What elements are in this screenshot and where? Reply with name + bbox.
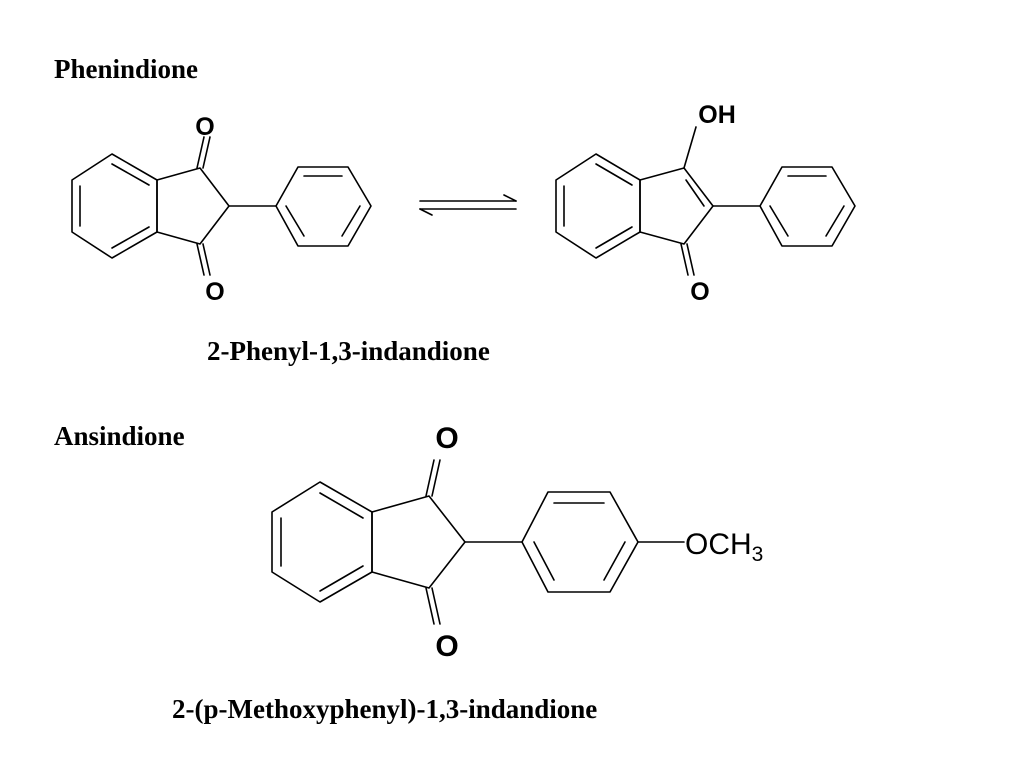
keto-co-top bbox=[196, 136, 205, 169]
enol-phenyl-ring bbox=[759, 166, 856, 247]
equilibrium-arrow bbox=[419, 194, 517, 216]
phenindione-enol-structure: OH O bbox=[555, 101, 856, 306]
phenindione-caption: 2-Phenyl-1,3-indandione bbox=[207, 336, 490, 366]
keto-o-bottom-label: O bbox=[205, 278, 224, 306]
enol-oh-label: OH bbox=[698, 101, 736, 129]
ans-o-bottom-label: O bbox=[435, 630, 458, 663]
methoxy-subscript: 3 bbox=[752, 543, 764, 566]
keto-co-bottom bbox=[196, 243, 205, 276]
ans-aryl-ring bbox=[521, 491, 639, 593]
methoxy-main-text: OCH bbox=[685, 528, 752, 561]
ans-benzo-ring bbox=[271, 481, 373, 603]
ans-o-top-label: O bbox=[435, 422, 458, 455]
phenindione-title: Phenindione bbox=[54, 54, 199, 84]
ansindione-caption: 2-(p-Methoxyphenyl)-1,3-indandione bbox=[172, 694, 598, 724]
keto-benzo-ring bbox=[71, 153, 158, 259]
ansindione-title: Ansindione bbox=[54, 421, 185, 451]
enol-five-ring bbox=[639, 167, 714, 245]
enol-benzo-ring bbox=[555, 153, 641, 259]
phenindione-keto-structure: O O bbox=[71, 113, 372, 306]
enol-co-bottom bbox=[680, 243, 689, 276]
ans-methoxy-label: OCH3 bbox=[685, 528, 763, 566]
ans-co-top bbox=[425, 459, 435, 497]
keto-five-ring bbox=[156, 167, 230, 245]
keto-phenyl-ring bbox=[275, 166, 372, 247]
enol-o-bottom-label: O bbox=[690, 278, 709, 306]
ans-co-bottom bbox=[425, 587, 435, 625]
enol-c-oh-bond bbox=[683, 126, 697, 169]
keto-o-top-label: O bbox=[195, 113, 214, 141]
ans-five-ring bbox=[371, 495, 466, 589]
ansindione-structure: O O OCH3 bbox=[271, 422, 763, 663]
